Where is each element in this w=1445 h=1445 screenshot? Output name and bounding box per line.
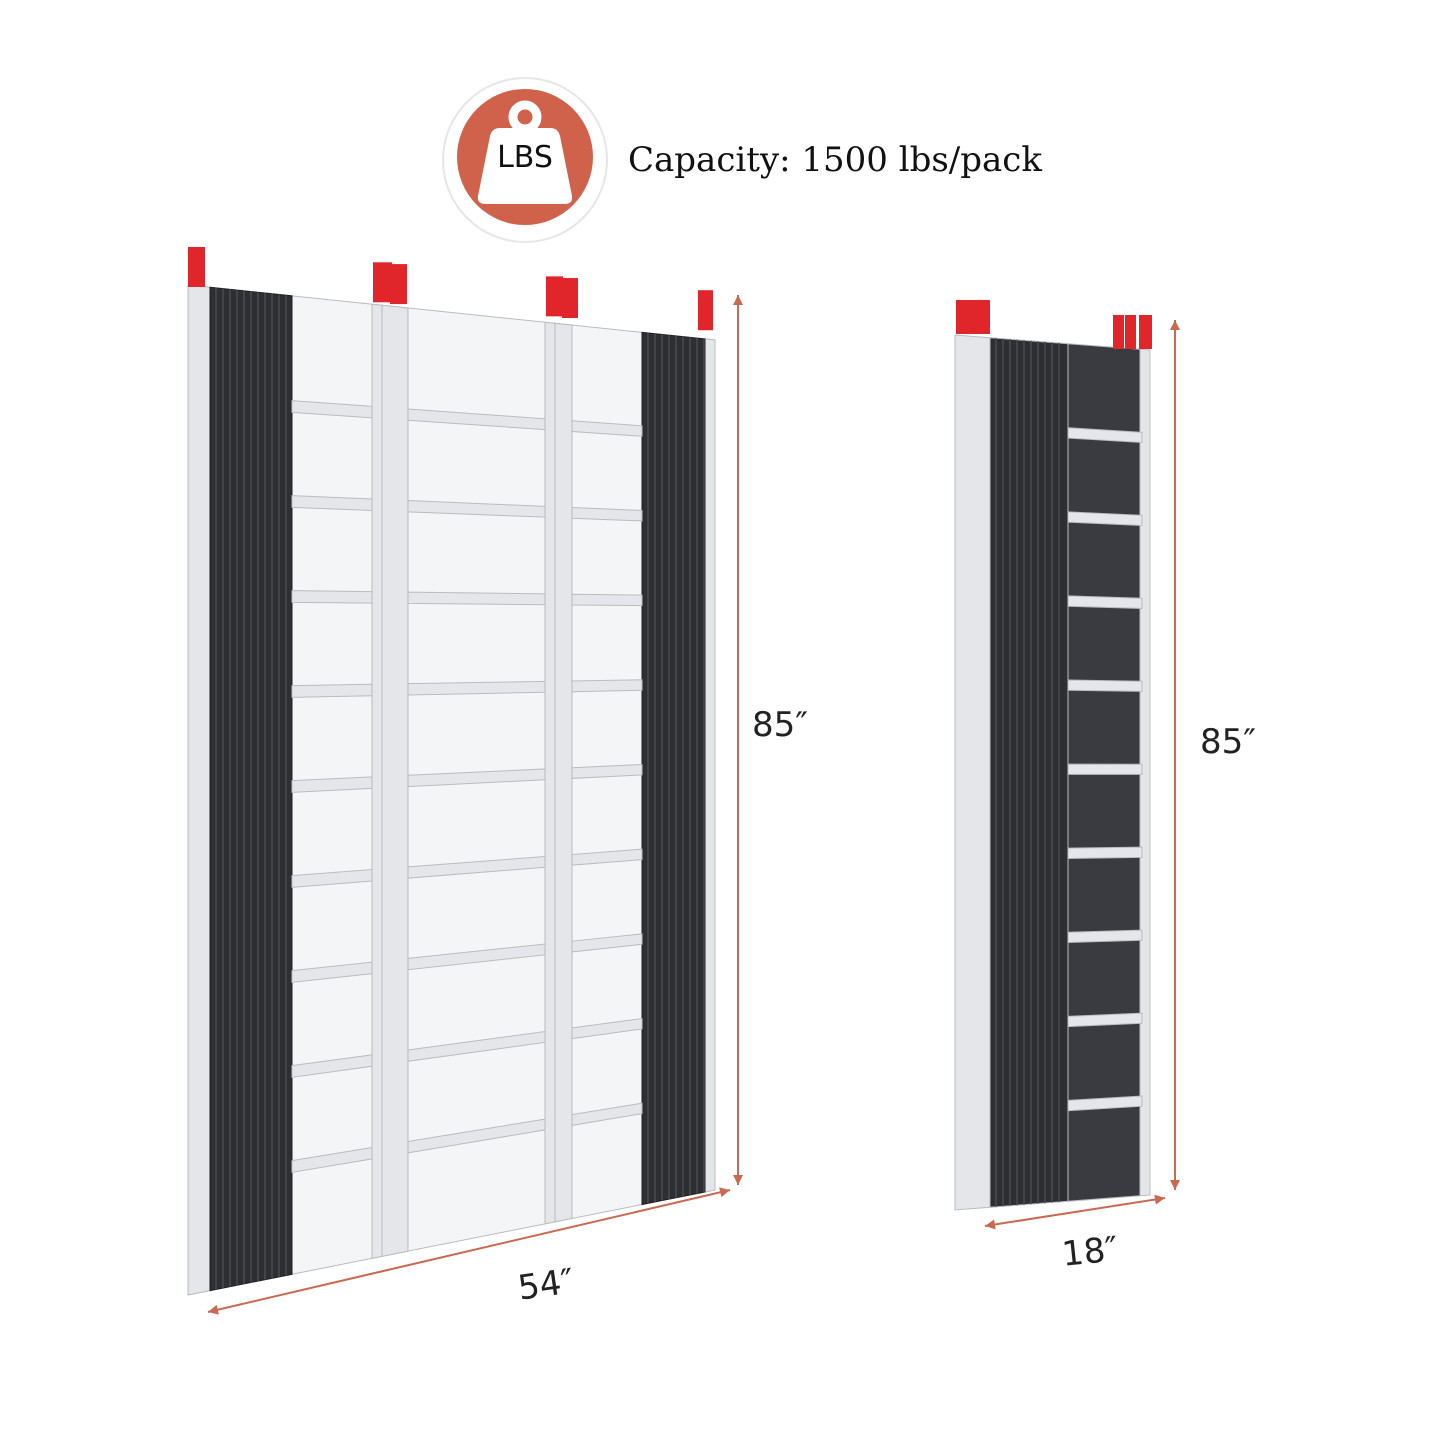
folded-section — [954, 334, 991, 1211]
rung — [571, 1017, 643, 1040]
rung — [407, 855, 546, 879]
rung — [291, 961, 373, 983]
rung — [291, 495, 373, 511]
folded-section — [1139, 348, 1151, 1197]
rung — [407, 1030, 546, 1062]
rung — [407, 768, 546, 788]
rung — [407, 680, 546, 696]
side-rail — [371, 303, 383, 1259]
rung — [407, 1118, 546, 1154]
red-end-tab — [966, 300, 978, 334]
arrowhead — [1154, 1194, 1165, 1205]
capacity-text: Capacity: 1500 lbs/pack — [628, 140, 1042, 180]
rung — [571, 848, 643, 866]
rung — [291, 683, 373, 698]
rung — [571, 933, 643, 953]
unfolded-width-label: 54″ — [515, 1261, 577, 1309]
rung — [407, 591, 546, 606]
folded-width-line — [984, 1197, 1166, 1227]
rung — [571, 763, 643, 779]
folded-ramp — [954, 300, 1152, 1211]
rung — [1067, 1012, 1143, 1028]
rung — [291, 1146, 373, 1173]
arrowhead — [733, 1175, 743, 1185]
dimension-lines — [207, 295, 1180, 1315]
rung — [1067, 846, 1143, 859]
arrowhead — [733, 295, 743, 305]
rung — [291, 776, 373, 793]
arrowhead — [719, 1187, 730, 1198]
rung — [291, 400, 373, 419]
red-end-tab — [1139, 315, 1152, 349]
rung — [291, 869, 373, 888]
side-rail — [554, 322, 573, 1223]
traction-mat — [641, 331, 706, 1206]
side-rail — [381, 304, 409, 1257]
red-end-tab — [546, 276, 563, 317]
rung — [1067, 763, 1143, 775]
badge-text: LBS — [497, 140, 553, 175]
arrowhead — [1170, 320, 1180, 330]
rung — [407, 943, 546, 971]
rung — [571, 420, 643, 437]
red-end-tab — [390, 264, 407, 305]
folded-section — [989, 337, 1069, 1208]
arrowhead — [985, 1219, 996, 1230]
red-end-tab — [373, 262, 392, 303]
rung — [571, 593, 643, 607]
red-end-tab — [188, 247, 205, 287]
side-rail — [544, 321, 556, 1225]
rung — [571, 1102, 643, 1126]
arrowhead — [208, 1304, 219, 1315]
side-rail — [187, 284, 211, 1296]
rung — [407, 408, 546, 431]
arrowhead — [1170, 1180, 1180, 1190]
rung — [1067, 1095, 1143, 1112]
unfolded-height-label: 85″ — [752, 705, 808, 745]
red-end-tab — [976, 300, 990, 334]
rung — [1067, 679, 1143, 692]
rung — [1067, 427, 1143, 444]
folded-width-label: 18″ — [1060, 1229, 1120, 1275]
rung — [291, 1054, 373, 1078]
red-end-tab — [956, 300, 968, 334]
rung — [407, 500, 546, 518]
red-end-tab — [562, 278, 578, 319]
red-end-tab — [1113, 315, 1124, 349]
rung — [1067, 511, 1143, 526]
red-end-tab — [698, 290, 713, 331]
unfolded-ramp — [187, 247, 716, 1296]
rung — [1067, 595, 1143, 609]
folded-height-label: 85″ — [1200, 722, 1256, 762]
rung — [571, 506, 643, 522]
rung — [1067, 929, 1143, 944]
rung — [571, 679, 643, 693]
weight-badge-icon — [442, 77, 608, 243]
unfolded-width-line — [207, 1189, 731, 1313]
rung — [291, 590, 373, 604]
red-end-tab — [1125, 315, 1136, 349]
